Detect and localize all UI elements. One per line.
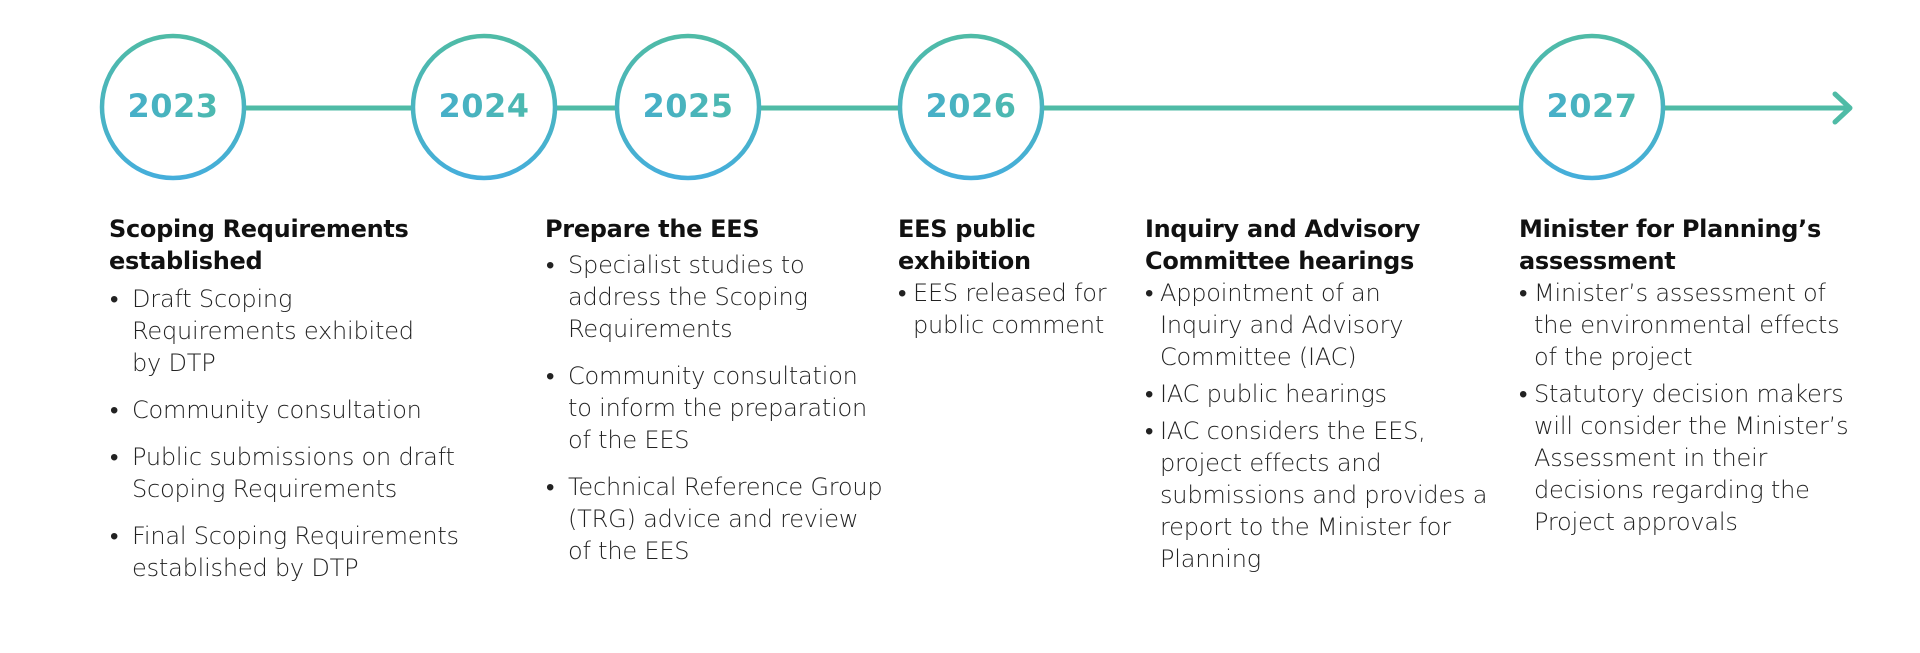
list-item-text: Public submissions on draft Scoping Requ… <box>132 443 455 503</box>
bullet-icon: • <box>1519 380 1528 408</box>
list-item: • Specialist studies to address the Scop… <box>545 249 858 345</box>
stage-title-line: Committee hearings <box>1145 247 1414 275</box>
stage-title: Inquiry and Advisory Committee hearings <box>1145 213 1485 277</box>
stage-title-line: Prepare the EES <box>545 215 760 243</box>
bullet-icon: • <box>110 443 119 471</box>
list-item-text: EES released for public comment <box>913 279 1107 339</box>
list-item: • Draft Scoping Requirements exhibited b… <box>109 283 432 379</box>
list-item-text: Final Scoping Requirements established b… <box>132 522 459 582</box>
stage-scoping-requirements: Scoping Requirements established • Draft… <box>109 213 529 599</box>
list-item-text: Technical Reference Group (TRG) advice a… <box>568 473 883 565</box>
year-label-2027: 2027 <box>1517 86 1667 126</box>
stage-bullet-list: • Appointment of an Inquiry and Advisory… <box>1145 277 1487 575</box>
milestone-circle-2024 <box>410 33 558 181</box>
bullet-icon: • <box>546 473 555 501</box>
list-item: • IAC considers the EES, project effects… <box>1145 415 1495 575</box>
stage-minister-assessment: Minister for Planning’s assessment • Min… <box>1519 213 1879 543</box>
year-label-2024: 2024 <box>409 86 559 126</box>
stage-title-line: Scoping Requirements <box>109 215 409 243</box>
bullet-icon: • <box>110 396 119 424</box>
bullet-icon: • <box>1145 279 1154 307</box>
list-item: • Community consultation <box>109 394 509 426</box>
stage-title-line: Inquiry and Advisory <box>1145 215 1421 243</box>
year-label-2023: 2023 <box>98 86 248 126</box>
list-item-text: Minister’s assessment of the environment… <box>1534 279 1840 371</box>
year-label-2025: 2025 <box>613 86 763 126</box>
milestone-circle-2023 <box>99 33 247 181</box>
bullet-icon: • <box>546 251 555 279</box>
stage-bullet-list: • Specialist studies to address the Scop… <box>545 249 885 567</box>
list-item: • IAC public hearings <box>1145 378 1490 410</box>
list-item-text: Statutory decision makers will consider … <box>1534 380 1849 536</box>
list-item-text: Draft Scoping Requirements exhibited by … <box>132 285 414 377</box>
list-item: • Technical Reference Group (TRG) advice… <box>545 471 888 567</box>
list-item: • Public submissions on draft Scoping Re… <box>109 441 522 505</box>
bullet-icon: • <box>546 362 555 390</box>
list-item: • Community consultation to inform the p… <box>545 360 888 456</box>
list-item-text: IAC public hearings <box>1160 380 1387 408</box>
list-item: • Statutory decision makers will conside… <box>1519 378 1869 538</box>
stage-title: Prepare the EES <box>545 213 885 245</box>
list-item-text: Community consultation <box>132 396 422 424</box>
list-item: • Final Scoping Requirements established… <box>109 520 522 584</box>
stage-bullet-list: • Draft Scoping Requirements exhibited b… <box>109 283 509 584</box>
bullet-icon: • <box>1519 279 1528 307</box>
bullet-icon: • <box>110 522 119 550</box>
stage-title-line: established <box>109 247 263 275</box>
stage-title-line: EES public <box>898 215 1036 243</box>
arrow-right-icon <box>1832 91 1853 125</box>
stage-ees-public-exhibition: EES public exhibition • EES released for… <box>898 213 1118 346</box>
milestone-circle-2025 <box>614 33 762 181</box>
bullet-icon: • <box>1145 417 1154 445</box>
stage-bullet-list: • EES released for public comment <box>898 277 1118 341</box>
stage-title: EES public exhibition <box>898 213 1118 277</box>
year-label-2026: 2026 <box>896 86 1046 126</box>
stage-bullet-list: • Minister’s assessment of the environme… <box>1519 277 1879 538</box>
stage-title: Scoping Requirements established <box>109 213 529 277</box>
bullet-icon: • <box>898 279 907 307</box>
list-item-text: Specialist studies to address the Scopin… <box>568 251 808 343</box>
stage-title-line: assessment <box>1519 247 1676 275</box>
stage-title-line: Minister for Planning’s <box>1519 215 1821 243</box>
stage-iac-hearings: Inquiry and Advisory Committee hearings … <box>1145 213 1487 580</box>
stage-title: Minister for Planning’s assessment <box>1519 213 1879 277</box>
list-item: • EES released for public comment <box>898 277 1108 341</box>
bullet-icon: • <box>110 285 119 313</box>
list-item-text: IAC considers the EES, project effects a… <box>1160 417 1488 573</box>
milestone-circle-2026 <box>897 33 1045 181</box>
list-item: • Minister’s assessment of the environme… <box>1519 277 1854 373</box>
bullet-icon: • <box>1145 380 1154 408</box>
stage-prepare-ees: Prepare the EES • Specialist studies to … <box>545 213 885 582</box>
list-item-text: Appointment of an Inquiry and Advisory C… <box>1160 279 1404 371</box>
milestone-circle-2027 <box>1518 33 1666 181</box>
timeline-graphic <box>99 33 1853 181</box>
stage-title-line: exhibition <box>898 247 1031 275</box>
list-item-text: Community consultation to inform the pre… <box>568 362 868 454</box>
list-item: • Appointment of an Inquiry and Advisory… <box>1145 277 1460 373</box>
